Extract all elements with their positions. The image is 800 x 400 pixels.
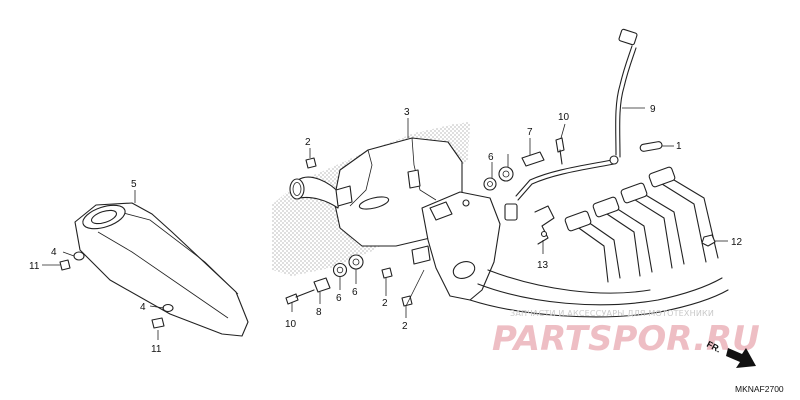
rubber-part-6-mid[interactable] (483, 177, 497, 191)
callout-2-mid: 2 (382, 298, 388, 309)
callout-4-bottom: 4 (140, 302, 146, 313)
callout-2-top: 2 (305, 137, 311, 148)
bolt-part-10-top[interactable] (555, 137, 565, 165)
exhaust-header-pipes[interactable] (469, 166, 729, 318)
callout-11-top: 11 (29, 261, 40, 272)
callout-6-top: 6 (488, 152, 494, 163)
nut-part-12[interactable] (701, 234, 716, 247)
screw-part-11-top[interactable] (59, 259, 71, 271)
collar-part-7[interactable] (521, 151, 545, 167)
rubber-part-6-right[interactable] (348, 254, 364, 270)
arrow-right-icon (726, 348, 756, 368)
rubber-part-6-top[interactable] (498, 166, 514, 182)
bolt-part-10-bottom[interactable] (285, 289, 315, 305)
callout-3: 3 (404, 107, 410, 118)
callout-10-bottom: 10 (285, 319, 297, 330)
bracket-part-13[interactable] (534, 205, 555, 245)
watermark-tagline: ЗАПЧАСТИ И АКСЕССУАРЫ ДЛЯ МОТОТЕХНИКИ (510, 309, 714, 318)
callout-6-right: 6 (352, 287, 358, 298)
callout-9: 9 (650, 104, 656, 115)
callout-7: 7 (527, 127, 533, 138)
washer-part-4-top[interactable] (73, 251, 85, 261)
watermark-logo: PARTSPOR.RU (492, 319, 760, 359)
muffler-part-5[interactable] (74, 201, 249, 337)
diagram-code: MKNAF2700 (735, 384, 784, 394)
gasket-part-1[interactable] (639, 141, 663, 152)
callout-8: 8 (316, 307, 322, 318)
callout-13: 13 (537, 260, 549, 271)
callout-2-low: 2 (402, 321, 408, 332)
callout-10-top: 10 (558, 112, 570, 123)
washer-part-4-bottom[interactable] (162, 303, 174, 313)
rubber-part-6-left[interactable] (332, 262, 348, 278)
o2-sensor-part-9[interactable] (504, 28, 638, 221)
collar-part-8[interactable] (313, 277, 331, 293)
clip-part-2-mid[interactable] (381, 267, 393, 279)
callouts: 1 2 2 2 3 4 4 5 6 6 6 7 8 9 10 10 11 11 … (29, 104, 743, 355)
leader-lines (42, 107, 728, 340)
callout-11-bottom: 11 (151, 344, 162, 355)
clip-part-2-top[interactable] (305, 157, 317, 169)
callout-12: 12 (731, 237, 743, 248)
catalyst-collector[interactable] (411, 191, 501, 301)
callout-5: 5 (131, 179, 137, 190)
callout-6-left: 6 (336, 293, 342, 304)
screw-part-11-bottom[interactable] (151, 317, 165, 329)
callout-4-top: 4 (51, 247, 57, 258)
callout-1: 1 (676, 141, 682, 152)
